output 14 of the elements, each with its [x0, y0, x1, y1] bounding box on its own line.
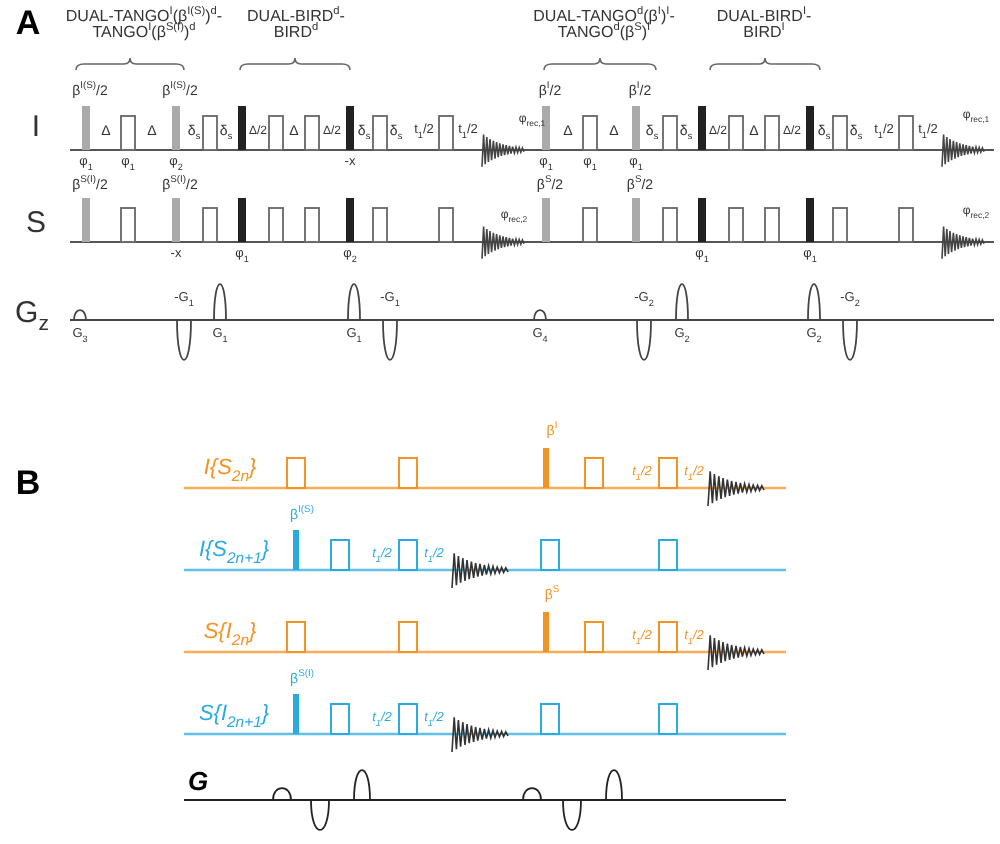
block-title: DUAL-BIRD$^{I}$- BIRD$^{I}$ — [714, 9, 814, 43]
channel-label: I{S$_{2n}$} — [203, 458, 257, 482]
channel-label: S{I$_{2n}$} — [203, 622, 257, 646]
block-title: DUAL-BIRD$^{d}$- BIRD$^{d}$ — [245, 9, 347, 43]
block-title: DUAL-TANGO$^{d}$(β$^{I}$)$^{I}$- TANGO$^{d}$(β$^{S}$)$^{I}$ — [531, 9, 677, 43]
panel-letter: B — [15, 466, 41, 502]
block-title: DUAL-TANGO$^{I}$(β$^{I(S)}$)$^{d}$- TANGO$^{I}$(β$^{S(I)}$)$^{d}$ — [63, 9, 225, 43]
channel-label: G$_{z}$ — [15, 298, 49, 330]
channel-label: I{S$_{2n+1}$} — [198, 540, 270, 564]
channel-label: S — [26, 208, 46, 240]
panel-letter: A — [15, 6, 41, 42]
channel-label: I — [31, 112, 41, 144]
channel-label: S{I$_{2n+1}$} — [198, 704, 270, 728]
channel-label: G — [187, 768, 209, 796]
